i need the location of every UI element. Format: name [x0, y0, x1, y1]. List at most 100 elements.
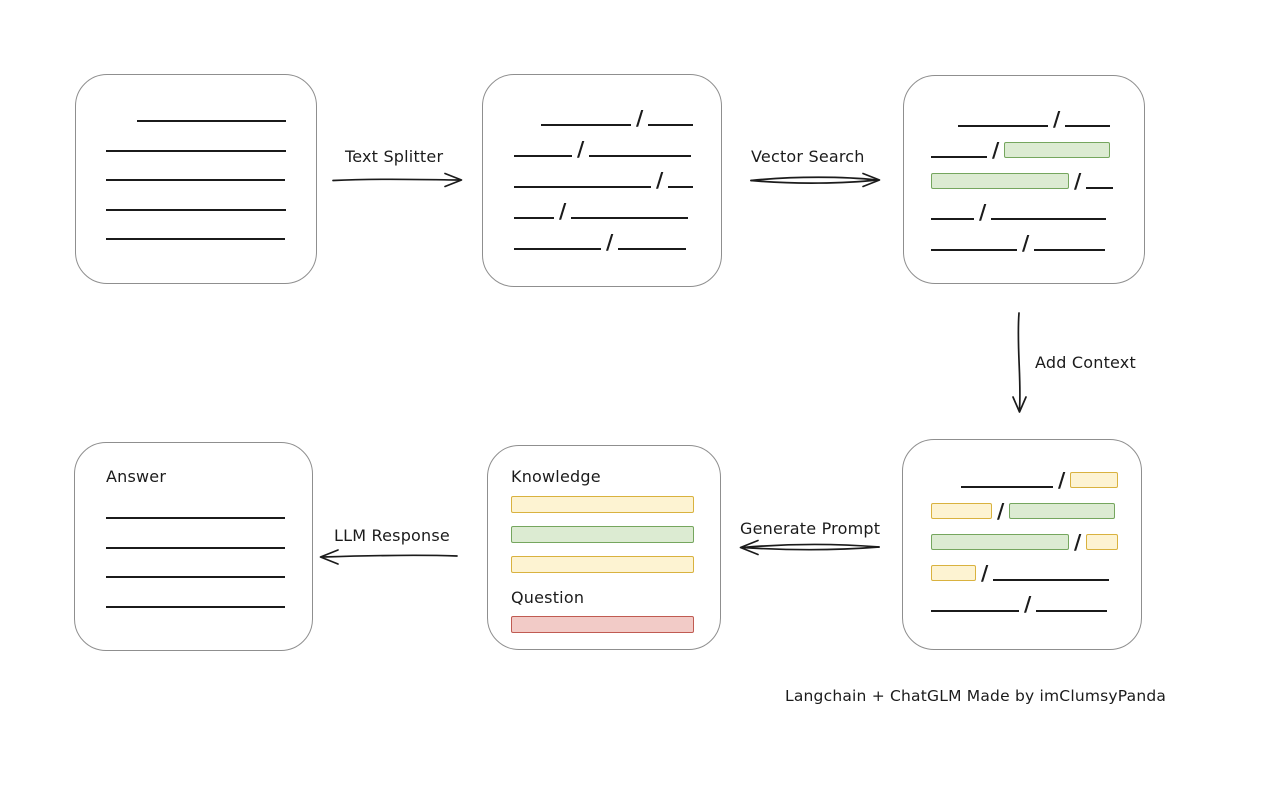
chunk-row: /	[931, 519, 1141, 554]
chunk-rows: / / / / /	[904, 76, 1144, 255]
vector-search-label: Vector Search	[751, 147, 865, 166]
text-segment-line	[993, 579, 1110, 581]
chunk-row: /	[514, 126, 721, 161]
text-segment-line	[668, 186, 694, 188]
chunk-rows: / / / / /	[483, 75, 721, 254]
source-document-box	[75, 74, 317, 284]
vector-search-arrow	[750, 172, 881, 188]
text-line	[106, 149, 286, 152]
slash-separator: /	[1058, 468, 1066, 492]
yellow-highlight-chunk	[1086, 534, 1119, 550]
text-line	[106, 605, 285, 608]
knowledge-bars	[511, 496, 720, 573]
chunk-row: /	[931, 158, 1144, 193]
yellow-bar	[511, 496, 694, 513]
chunk-row: /	[931, 96, 1144, 131]
generate-prompt-label: Generate Prompt	[740, 519, 881, 538]
green-bar	[511, 526, 694, 543]
question-bars	[511, 616, 720, 633]
llm-response-label: LLM Response	[334, 526, 450, 545]
text-line	[106, 576, 285, 578]
yellow-highlight-chunk	[1070, 472, 1119, 488]
text-segment-line	[589, 155, 692, 157]
text-segment-line	[618, 248, 687, 250]
chunk-row: /	[514, 219, 721, 254]
add-context-label: Add Context	[1035, 353, 1136, 372]
chunk-row: /	[514, 188, 721, 223]
matched-chunks-box: / / / / /	[903, 75, 1145, 284]
text-segment-line	[1086, 187, 1114, 189]
chunk-rows: / / / / /	[903, 440, 1141, 616]
chunk-row: /	[931, 457, 1141, 492]
text-segment-line	[514, 248, 601, 250]
answer-label: Answer	[106, 467, 167, 486]
chunk-row: /	[514, 95, 721, 130]
slash-separator: /	[1074, 530, 1082, 554]
text-line	[106, 546, 285, 549]
split-chunks-box: / / / / /	[482, 74, 722, 287]
text-segment-line	[931, 218, 974, 220]
text-line	[137, 120, 286, 122]
text-segment-line	[1034, 249, 1106, 251]
text-line	[106, 208, 286, 211]
yellow-highlight-chunk	[931, 565, 976, 581]
slash-separator: /	[1053, 107, 1061, 131]
chunk-row: /	[931, 488, 1141, 523]
slash-separator: /	[997, 499, 1005, 523]
chunk-row: /	[931, 550, 1141, 585]
context-chunks-box: / / / / /	[902, 439, 1142, 650]
text-splitter-label: Text Splitter	[345, 147, 444, 166]
credit-caption: Langchain + ChatGLM Made by imClumsyPand…	[785, 687, 1167, 705]
text-line	[106, 517, 285, 519]
slash-separator: /	[979, 200, 987, 224]
text-segment-line	[1065, 125, 1111, 127]
green-highlight-chunk	[1004, 142, 1111, 158]
llm-response-arrow	[319, 549, 458, 565]
question-label: Question	[511, 588, 585, 607]
text-segment-line	[1036, 610, 1108, 612]
slash-separator: /	[992, 138, 1000, 162]
text-segment-line	[931, 156, 987, 158]
knowledge-label: Knowledge	[511, 467, 601, 486]
text-segment-line	[514, 155, 572, 157]
text-segment-line	[514, 217, 554, 219]
text-segment-line	[541, 124, 631, 126]
document-lines	[76, 75, 316, 240]
red-bar	[511, 616, 694, 633]
slash-separator: /	[636, 106, 644, 130]
yellow-highlight-chunk	[931, 503, 992, 519]
green-highlight-chunk	[931, 534, 1069, 550]
chunk-row: /	[931, 189, 1144, 224]
green-highlight-chunk	[1009, 503, 1116, 519]
slash-separator: /	[1024, 592, 1032, 616]
slash-separator: /	[1074, 169, 1082, 193]
slash-separator: /	[577, 137, 585, 161]
text-segment-line	[514, 186, 651, 188]
text-line	[106, 179, 285, 181]
text-segment-line	[991, 218, 1107, 220]
slash-separator: /	[1022, 231, 1030, 255]
answer-lines	[106, 517, 312, 608]
text-segment-line	[958, 125, 1048, 127]
text-segment-line	[961, 486, 1053, 488]
prompt-box: Knowledge Question	[487, 445, 721, 650]
answer-box: Answer	[74, 442, 313, 651]
text-segment-line	[931, 610, 1019, 612]
add-context-arrow	[1012, 312, 1027, 413]
text-segment-line	[931, 249, 1017, 251]
slash-separator: /	[559, 199, 567, 223]
text-segment-line	[571, 217, 689, 219]
slash-separator: /	[981, 561, 989, 585]
text-line	[106, 238, 285, 240]
slash-separator: /	[656, 168, 664, 192]
chunk-row: /	[514, 157, 721, 192]
text-splitter-arrow	[332, 172, 463, 188]
green-highlight-chunk	[931, 173, 1069, 189]
chunk-row: /	[931, 127, 1144, 162]
generate-prompt-arrow	[739, 539, 880, 556]
text-segment-line	[648, 124, 694, 126]
chunk-row: /	[931, 220, 1144, 255]
chunk-row: /	[931, 581, 1141, 616]
yellow-bar	[511, 556, 694, 573]
slash-separator: /	[606, 230, 614, 254]
